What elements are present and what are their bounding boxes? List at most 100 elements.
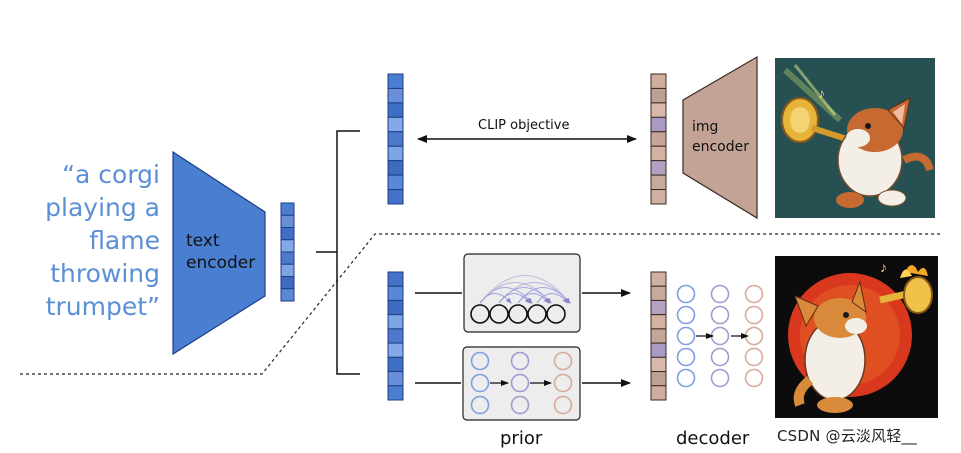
node-circle (553, 351, 573, 371)
node-circle (527, 304, 547, 324)
node-circle (470, 351, 490, 371)
caption-line: “a corgi (62, 160, 160, 189)
node-circle (744, 305, 764, 325)
vector-cell (387, 328, 404, 344)
vector-cell (387, 73, 404, 89)
vector-cell (387, 160, 404, 176)
img-encoder-label: img encoder (692, 117, 749, 157)
vector-cell (650, 87, 667, 104)
autoregressive-token-nodes (470, 304, 566, 324)
svg-text:♪: ♪ (818, 85, 825, 101)
vector-cell (387, 271, 404, 287)
vector-cell (387, 314, 404, 330)
vector-cell (387, 285, 404, 301)
node-circle (710, 368, 730, 388)
node-circle (676, 305, 696, 325)
node-circle (676, 368, 696, 388)
clip-objective-label: CLIP objective (478, 118, 570, 133)
vector-cell (650, 356, 667, 373)
node-circle (470, 373, 490, 393)
vector-cell (650, 160, 667, 176)
node-circle (744, 347, 764, 367)
node-circle (744, 368, 764, 388)
vector-cell (387, 174, 404, 191)
autoregressive-arcs (479, 275, 571, 304)
vector-cell (387, 87, 404, 104)
vector-cell (650, 102, 667, 118)
vector-cell (280, 227, 295, 241)
caption-line: flame (89, 226, 160, 255)
clip-text-embedding-vector (387, 73, 404, 205)
vector-cell (280, 276, 295, 290)
node-circle (710, 347, 730, 367)
node-circle (710, 284, 730, 304)
vector-cell (650, 131, 667, 147)
caption-line: trumpet” (45, 292, 160, 321)
node-circle (546, 304, 566, 324)
vector-cell (387, 102, 404, 118)
prior-autoregressive-box (463, 253, 581, 333)
vector-cell (650, 314, 667, 330)
node-circle (744, 284, 764, 304)
node-circle (510, 395, 530, 415)
vector-cell (650, 385, 667, 401)
text-encoder-label-line1: text (186, 231, 220, 251)
vector-cell (650, 189, 667, 205)
svg-text:♪: ♪ (880, 259, 887, 275)
vector-cell (387, 385, 404, 401)
node-circle (510, 351, 530, 371)
vector-cell (650, 73, 667, 89)
node-circle (553, 395, 573, 415)
split-bracket (316, 130, 360, 375)
clip-training-image: ♪ (775, 58, 935, 218)
vector-cell (650, 174, 667, 191)
generated-image: ♪ (775, 256, 938, 418)
image-embedding-vector (650, 73, 667, 205)
img-encoder-label-line1: img (692, 119, 719, 135)
vector-cell (650, 299, 667, 316)
node-circle (510, 373, 530, 393)
node-circle (553, 373, 573, 393)
vector-cell (650, 116, 667, 133)
text-encoder-block (172, 150, 266, 356)
caption-line: throwing (50, 259, 160, 288)
vector-cell (650, 271, 667, 287)
node-circle (676, 284, 696, 304)
node-circle (710, 326, 730, 346)
vector-cell (387, 299, 404, 316)
node-circle (470, 304, 490, 324)
vector-cell (280, 214, 295, 228)
watermark: CSDN @云淡风轻__ (777, 427, 917, 445)
decoder-diffusion-nodes (676, 284, 764, 388)
node-circle (489, 304, 509, 324)
vector-cell (387, 356, 404, 373)
vector-cell (280, 263, 295, 277)
node-circle (676, 326, 696, 346)
vector-cell (280, 202, 295, 216)
node-circle (710, 305, 730, 325)
node-circle (744, 326, 764, 346)
text-encoder-label: text encoder (186, 230, 255, 274)
node-circle (676, 347, 696, 367)
vector-cell (387, 371, 404, 387)
text-encoder-label-line2: encoder (186, 253, 256, 273)
vector-cell (387, 189, 404, 205)
img-encoder-label-line2: encoder (692, 139, 750, 155)
img-encoder-block (682, 55, 758, 220)
prior-label: prior (500, 428, 543, 449)
vector-cell (280, 288, 295, 302)
dashed-separator (20, 233, 940, 375)
vector-cell (387, 116, 404, 133)
prior-input-text-embedding-vector (387, 271, 404, 401)
node-circle (470, 395, 490, 415)
vector-cell (650, 328, 667, 344)
caption-line: playing a (45, 193, 160, 222)
vector-cell (387, 131, 404, 147)
text-prompt-caption: “a corgi playing a flame throwing trumpe… (20, 158, 160, 323)
vector-cell (650, 145, 667, 162)
node-circle (508, 304, 528, 324)
vector-cell (280, 251, 295, 265)
vector-cell (650, 285, 667, 301)
vector-cell (650, 342, 667, 358)
